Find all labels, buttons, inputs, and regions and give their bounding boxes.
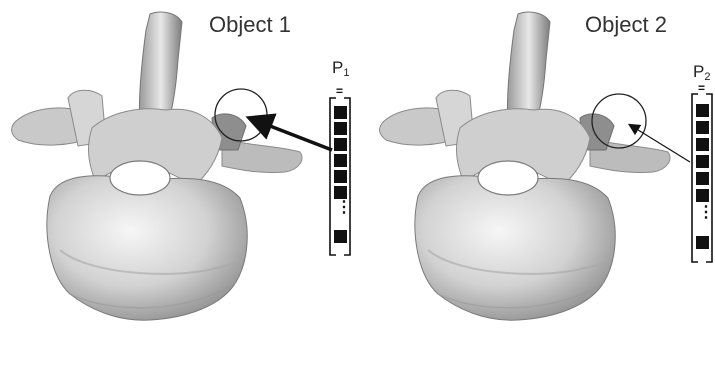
vector-cell	[334, 138, 347, 151]
vector-cell	[334, 170, 347, 183]
point-label-1: P1	[332, 58, 349, 79]
vector-cell	[696, 155, 709, 168]
vertebra-1	[12, 12, 302, 320]
vector-cell	[696, 104, 709, 117]
point-label-1-letter: P	[332, 58, 343, 77]
point-label-2-letter: P	[693, 62, 704, 81]
vector-cell	[696, 189, 709, 202]
point-label-1-subscript: 1	[343, 67, 349, 79]
vector-1-top-glyph: =	[336, 85, 343, 97]
vector-cell	[334, 230, 347, 243]
vector-cell	[696, 121, 709, 134]
vector-cell	[334, 106, 347, 119]
vertebra-2	[380, 12, 670, 320]
vector-2-top-glyph: =	[698, 82, 705, 94]
object-2-title: Object 2	[585, 12, 667, 38]
point-label-2: P2	[693, 62, 710, 83]
feature-vector-2	[692, 94, 712, 262]
object-1-title: Object 1	[209, 12, 291, 38]
vector-1-gap-glyph: ⋮	[336, 200, 352, 216]
vector-cell	[334, 186, 347, 199]
vector-cell	[696, 236, 709, 249]
vector-cell	[334, 122, 347, 135]
vector-cell	[696, 172, 709, 185]
vector-cell	[696, 138, 709, 151]
vector-2-gap-glyph: ⋮	[698, 205, 714, 221]
point-label-2-subscript: 2	[704, 71, 710, 83]
feature-vector-1	[330, 98, 350, 255]
vector-cell	[334, 154, 347, 167]
